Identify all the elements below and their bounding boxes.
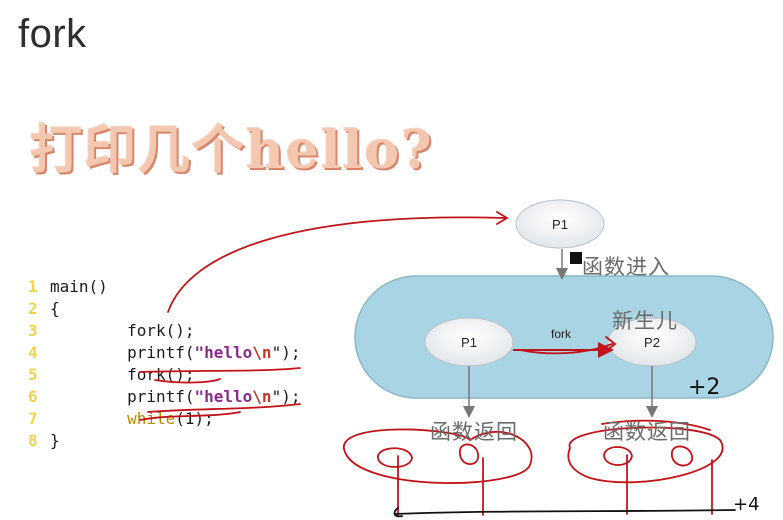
top-process-node (515, 199, 605, 249)
code-escape: \n (252, 387, 272, 406)
question-heading: 打印几个hello? (30, 120, 434, 181)
code-text: printf( (50, 387, 195, 406)
code-line-4: 4 printf("hello\n"); (28, 342, 300, 364)
code-line-5: 5 fork(); (28, 364, 300, 386)
bottom-hook (393, 507, 403, 518)
code-escape: \n (252, 343, 272, 362)
plus-four-annotation: +4 (733, 494, 760, 515)
code-text: "); (271, 343, 301, 362)
line-number: 4 (28, 343, 38, 362)
line-number: 3 (28, 321, 38, 340)
code-text: } (50, 431, 60, 450)
line-number: 6 (28, 387, 38, 406)
newborn-label: 新生儿 (612, 309, 678, 333)
code-line-2: 2{ (28, 298, 300, 320)
red-annotations (139, 211, 724, 517)
plus-two-annotation: +2 (688, 375, 720, 400)
top-node-label: P1 (552, 217, 568, 232)
loop-left (343, 428, 533, 484)
code-text: { (50, 299, 60, 318)
return-label-left: 函数返回 (430, 420, 518, 444)
underline-fork-2 (154, 378, 221, 384)
fork-label: fork (551, 327, 572, 341)
line-number: 8 (28, 431, 38, 450)
cross-out-while (139, 411, 241, 421)
call-arrow-curve (167, 216, 506, 313)
code-line-8: 8} (28, 430, 300, 452)
loop-left-inner (377, 447, 413, 468)
code-text: fork(); (50, 321, 195, 340)
code-line-1: 1 main() (28, 276, 300, 298)
underline-printf-1 (139, 367, 301, 373)
child-p2-label: P2 (644, 335, 660, 350)
slide-title: fork (18, 12, 87, 56)
code-text: "); (271, 387, 301, 406)
loop-right-inner-b (671, 445, 693, 467)
code-text: main() (50, 277, 108, 296)
code-text: fork(); (50, 365, 195, 384)
line-number: 7 (28, 409, 38, 428)
bottom-line (394, 509, 736, 515)
return-label-right: 函数返回 (603, 420, 691, 444)
enter-label: 函数进入 (582, 255, 670, 279)
loop-right-inner-a (603, 446, 633, 466)
cursor-marker (570, 252, 582, 264)
code-text: (1); (175, 409, 214, 428)
line-number: 2 (28, 299, 38, 318)
underline-printf-2 (147, 403, 301, 413)
scribble-return-right (601, 419, 711, 431)
child-p1-label: P1 (461, 335, 477, 350)
code-text: printf( (50, 343, 195, 362)
line-number: 5 (28, 365, 38, 384)
line-number: 1 (28, 277, 38, 296)
code-line-6: 6 printf("hello\n"); (28, 386, 300, 408)
loop-left-right (459, 443, 479, 465)
fork-arrow-tip (605, 336, 617, 352)
fork-arrow-swoosh (519, 343, 613, 355)
black-annotations (393, 507, 736, 518)
code-string: "hello (194, 387, 253, 406)
code-string: "hello (194, 343, 253, 362)
code-line-3: 3 fork(); (28, 320, 300, 342)
